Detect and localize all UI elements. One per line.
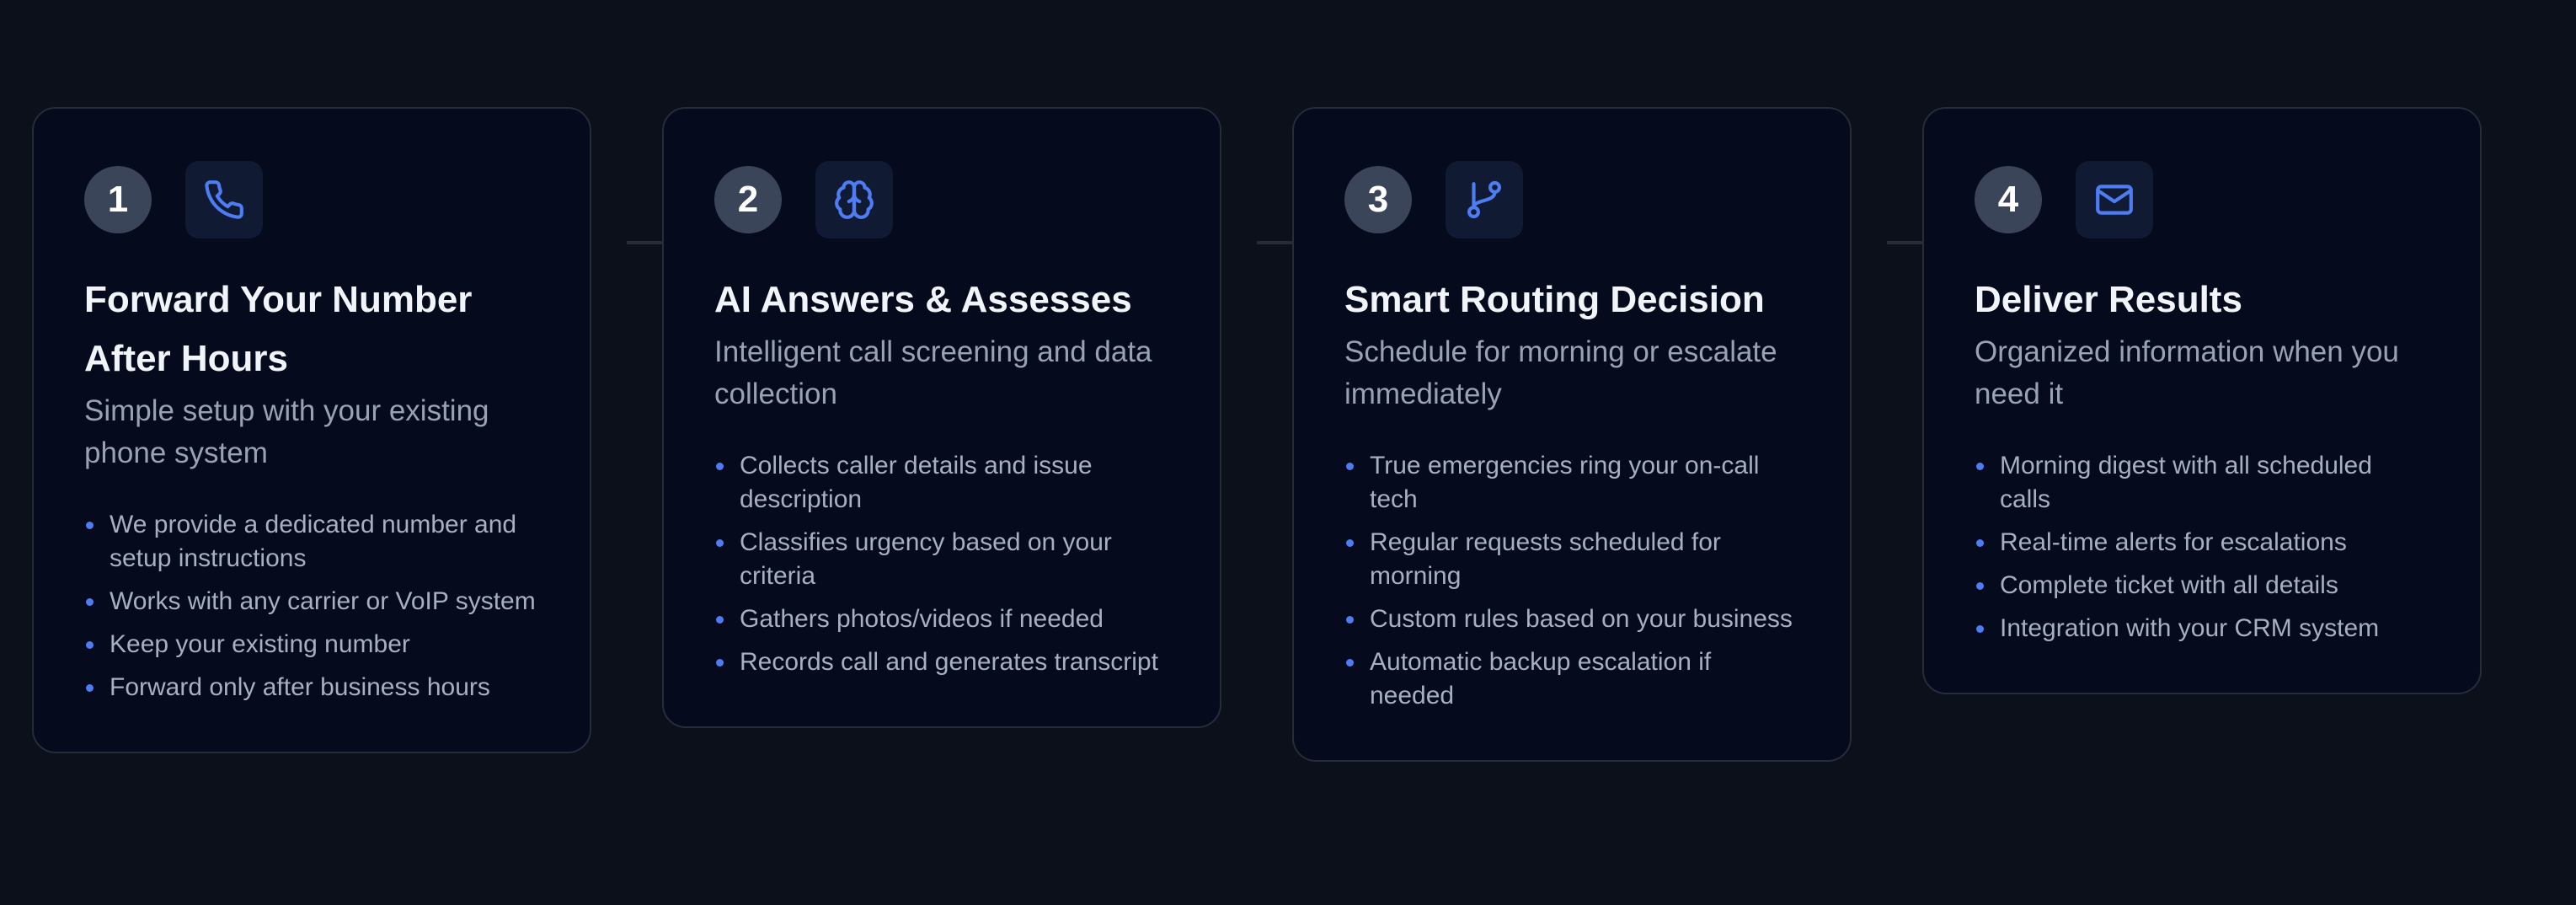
bullet-dot-icon bbox=[716, 463, 724, 470]
step-card-4: 4 Deliver Results Organized information … bbox=[1922, 107, 2482, 694]
bullet-dot-icon bbox=[1346, 539, 1354, 547]
bullet-dot-icon bbox=[86, 522, 94, 529]
mail-icon bbox=[2076, 161, 2153, 238]
step-bullet-list: True emergencies ring your on-call tech … bbox=[1344, 449, 1799, 713]
bullet-item: Integration with your CRM system bbox=[1975, 612, 2429, 645]
bullet-text: Complete ticket with all details bbox=[2000, 571, 2338, 599]
step-title: Deliver Results bbox=[1975, 279, 2242, 320]
step-number-badge: 4 bbox=[1975, 166, 2042, 233]
bullet-dot-icon bbox=[1976, 539, 1984, 547]
bullet-text: Integration with your CRM system bbox=[2000, 614, 2380, 642]
bullet-dot-icon bbox=[1346, 463, 1354, 470]
bullet-text: Forward only after business hours bbox=[110, 673, 490, 701]
bullet-item: Regular requests scheduled for morning bbox=[1344, 526, 1799, 593]
bullet-dot-icon bbox=[1976, 463, 1984, 470]
bullet-item: Forward only after business hours bbox=[84, 671, 539, 704]
bullet-item: Collects caller details and issue descri… bbox=[714, 449, 1169, 517]
step-card-2: 2 AI Answers & Assesses Intelligent call… bbox=[662, 107, 1221, 728]
bullet-dot-icon bbox=[86, 641, 94, 649]
brain-icon bbox=[815, 161, 893, 238]
bullet-item: Keep your existing number bbox=[84, 628, 539, 661]
bullet-text: Works with any carrier or VoIP system bbox=[110, 587, 536, 615]
bullet-dot-icon bbox=[1976, 625, 1984, 633]
bullet-dot-icon bbox=[716, 659, 724, 667]
step-subtitle: Simple setup with your existing phone sy… bbox=[84, 394, 489, 469]
bullet-item: True emergencies ring your on-call tech bbox=[1344, 449, 1799, 517]
step-header: 4 bbox=[1975, 161, 2429, 238]
bullet-text: Classifies urgency based on your criteri… bbox=[740, 528, 1112, 590]
step-number-badge: 2 bbox=[714, 166, 782, 233]
step-header: 3 bbox=[1344, 161, 1799, 238]
step-subtitle: Schedule for morning or escalate immedia… bbox=[1344, 335, 1777, 410]
bullet-item: Real-time alerts for escalations bbox=[1975, 526, 2429, 560]
step-header: 2 bbox=[714, 161, 1169, 238]
step-title: Smart Routing Decision bbox=[1344, 279, 1765, 320]
step-bullet-list: We provide a dedicated number and setup … bbox=[84, 508, 539, 704]
phone-icon bbox=[185, 161, 263, 238]
bullet-text: Collects caller details and issue descri… bbox=[740, 452, 1093, 513]
bullet-dot-icon bbox=[716, 539, 724, 547]
connector-line bbox=[1887, 241, 1924, 244]
bullet-text: We provide a dedicated number and setup … bbox=[110, 511, 517, 572]
git-branch-icon bbox=[1446, 161, 1523, 238]
bullet-text: True emergencies ring your on-call tech bbox=[1370, 452, 1760, 513]
step-card-1: 1 Forward Your Number After Hours Simple… bbox=[32, 107, 591, 753]
step-bullet-list: Morning digest with all scheduled calls … bbox=[1975, 449, 2429, 645]
bullet-item: Morning digest with all scheduled calls bbox=[1975, 449, 2429, 517]
bullet-text: Records call and generates transcript bbox=[740, 648, 1158, 676]
step-title: AI Answers & Assesses bbox=[714, 279, 1132, 320]
bullet-item: Records call and generates transcript bbox=[714, 645, 1169, 679]
step-subtitle: Intelligent call screening and data coll… bbox=[714, 335, 1152, 410]
bullet-dot-icon bbox=[1346, 659, 1354, 667]
bullet-text: Real-time alerts for escalations bbox=[2000, 528, 2347, 556]
step-card-3: 3 Smart Routing Decision Schedule for mo… bbox=[1292, 107, 1852, 762]
bullet-item: Automatic backup escalation if needed bbox=[1344, 645, 1799, 713]
bullet-text: Morning digest with all scheduled calls bbox=[2000, 452, 2372, 513]
bullet-dot-icon bbox=[716, 616, 724, 624]
connector-line bbox=[1257, 241, 1294, 244]
bullet-dot-icon bbox=[1346, 616, 1354, 624]
bullet-item: Complete ticket with all details bbox=[1975, 569, 2429, 602]
bullet-dot-icon bbox=[1976, 582, 1984, 590]
step-subtitle: Organized information when you need it bbox=[1975, 335, 2399, 410]
bullet-item: We provide a dedicated number and setup … bbox=[84, 508, 539, 576]
step-number-badge: 1 bbox=[84, 166, 152, 233]
bullet-dot-icon bbox=[86, 684, 94, 692]
step-header: 1 bbox=[84, 161, 539, 238]
bullet-text: Regular requests scheduled for morning bbox=[1370, 528, 1721, 590]
bullet-item: Gathers photos/videos if needed bbox=[714, 602, 1169, 636]
bullet-dot-icon bbox=[86, 598, 94, 606]
bullet-text: Keep your existing number bbox=[110, 630, 410, 658]
bullet-item: Custom rules based on your business bbox=[1344, 602, 1799, 636]
step-bullet-list: Collects caller details and issue descri… bbox=[714, 449, 1169, 679]
bullet-item: Classifies urgency based on your criteri… bbox=[714, 526, 1169, 593]
step-title: Forward Your Number After Hours bbox=[84, 279, 473, 379]
step-number-badge: 3 bbox=[1344, 166, 1412, 233]
bullet-text: Custom rules based on your business bbox=[1370, 605, 1793, 633]
bullet-text: Automatic backup escalation if needed bbox=[1370, 648, 1712, 710]
bullet-item: Works with any carrier or VoIP system bbox=[84, 585, 539, 619]
connector-line bbox=[627, 241, 664, 244]
bullet-text: Gathers photos/videos if needed bbox=[740, 605, 1104, 633]
